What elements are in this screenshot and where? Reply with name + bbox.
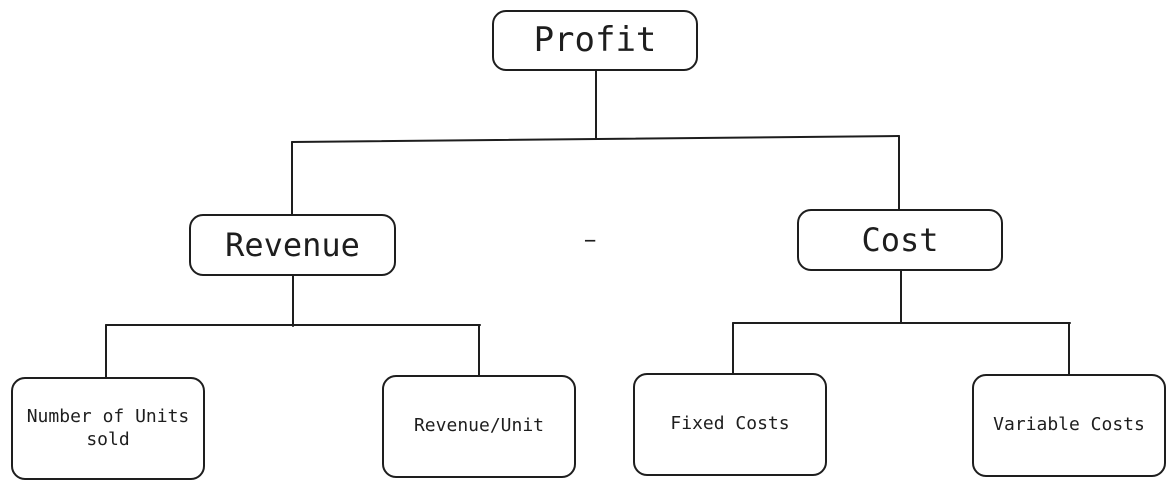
variable-costs-label: Variable Costs xyxy=(993,414,1145,436)
edge-top-bar xyxy=(291,135,900,143)
cost-node: Cost xyxy=(797,209,1003,271)
units-sold-node: Number of Units sold xyxy=(11,377,205,480)
units-sold-label: Number of Units sold xyxy=(26,406,190,450)
revenue-node: Revenue xyxy=(189,214,396,276)
revenue-per-unit-label: Revenue/Unit xyxy=(413,415,545,437)
revenue-per-unit-node: Revenue/Unit xyxy=(382,375,576,478)
minus-operator: − xyxy=(583,228,597,252)
profit-label: Profit xyxy=(533,20,657,61)
profit-node: Profit xyxy=(492,10,698,71)
cost-label: Cost xyxy=(861,221,939,259)
revenue-label: Revenue xyxy=(225,226,360,264)
fixed-costs-label: Fixed Costs xyxy=(670,413,790,435)
variable-costs-node: Variable Costs xyxy=(972,374,1166,477)
fixed-costs-node: Fixed Costs xyxy=(633,373,827,476)
